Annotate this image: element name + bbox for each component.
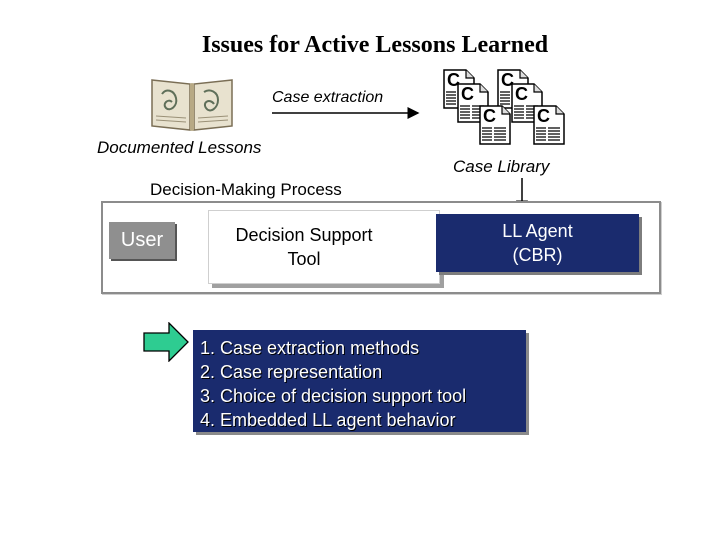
decision-support-tool-box: Decision Support Tool [208, 210, 440, 284]
ll-agent-line2: (CBR) [436, 243, 639, 267]
decision-support-tool-line2: Tool [209, 247, 399, 271]
green-arrow-icon [143, 322, 189, 362]
issue-item: 4. Embedded LL agent behavior [200, 408, 526, 432]
decision-support-tool-line1: Decision Support [209, 223, 399, 247]
ll-agent-box: LL Agent (CBR) [436, 214, 639, 272]
user-box: User [109, 222, 175, 259]
issue-item: 3. Choice of decision support tool [200, 384, 526, 408]
issue-item: 1. Case extraction methods [200, 336, 526, 360]
issue-item: 2. Case representation [200, 360, 526, 384]
issues-list: 1. Case extraction methods 2. Case repre… [193, 330, 526, 432]
ll-agent-line1: LL Agent [436, 219, 639, 243]
